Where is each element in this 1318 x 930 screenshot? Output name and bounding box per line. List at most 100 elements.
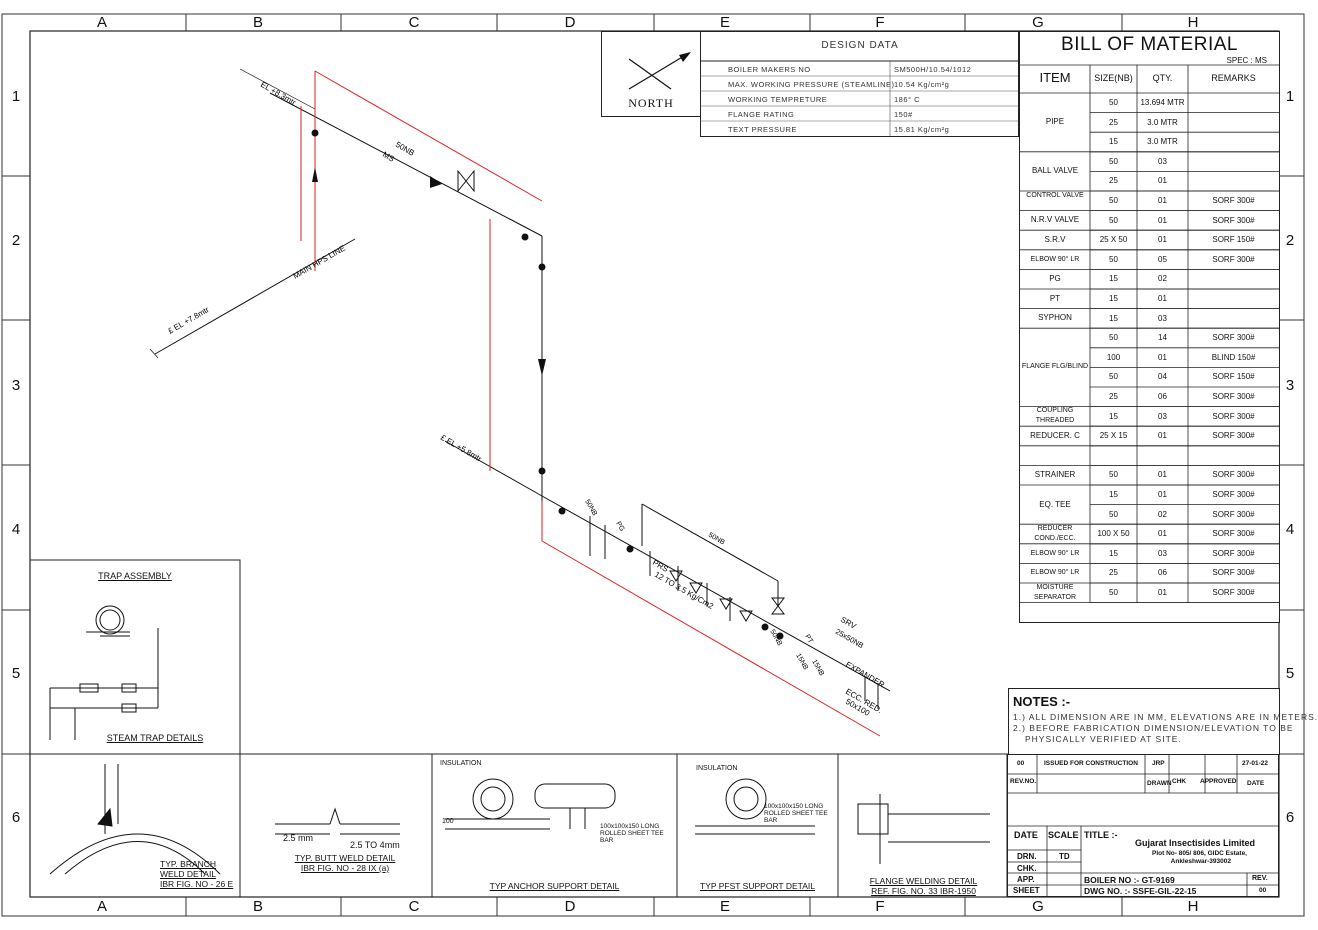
zone-label-right: 6 xyxy=(1285,809,1295,826)
north-label: NORTH xyxy=(628,96,674,110)
design-label: BOILER MAKERS NO xyxy=(728,65,811,74)
zone-label-right: 1 xyxy=(1285,88,1295,105)
butt-weld-title: TYP. BUTT WELD DETAIL IBR FIG. NO - 28 I… xyxy=(280,853,410,873)
bom-cell: 15 xyxy=(1109,548,1118,558)
trap-assembly-title: TRAP ASSEMBLY xyxy=(98,571,172,581)
bom-cell: 04 xyxy=(1158,372,1167,382)
bom-cell: 25 X 15 xyxy=(1099,431,1128,441)
bom-cell: 06 xyxy=(1158,392,1167,401)
design-label: WORKING TEMPRETURE xyxy=(728,95,828,104)
bom-cell: SORF 300# xyxy=(1212,548,1255,558)
bom-cell: 01 xyxy=(1158,529,1167,539)
bom-cell: SORF 300# xyxy=(1212,333,1255,343)
zone-label-left: 5 xyxy=(11,665,21,682)
zone-label-right: 5 xyxy=(1285,665,1295,682)
bom-cell: SORF 300# xyxy=(1212,392,1255,401)
flange-line: FLANGE WELDING DETAIL xyxy=(869,876,978,886)
design-data-table xyxy=(700,31,1019,137)
bom-title: BILL OF MATERIAL xyxy=(1061,34,1238,55)
bom-cell: SORF 300# xyxy=(1212,568,1255,578)
bom-cell: 01 xyxy=(1158,470,1167,480)
bom-cell: 50 xyxy=(1109,156,1118,166)
branch-weld-title: TYP. BRANCH WELD DETAIL IBR FIG. NO - 26… xyxy=(160,859,233,889)
bom-cell: 50 xyxy=(1109,372,1118,382)
flange-title: FLANGE WELDING DETAIL REF. FIG. NO. 33 I… xyxy=(840,876,1007,896)
branch-weld-line: WELD DETAIL xyxy=(160,869,217,879)
bom-cell: 25 xyxy=(1109,568,1118,578)
pipe-size-label: 50NB xyxy=(707,532,726,547)
zone-label-bottom: G xyxy=(1032,898,1044,915)
bom-cell: 25 xyxy=(1109,117,1118,127)
bom-cell: SORF 300# xyxy=(1212,529,1255,539)
bom-item-cell: ELBOW 90° LR xyxy=(1030,255,1080,263)
bom-item-cell: PG xyxy=(1049,274,1061,284)
north-arrow-box xyxy=(601,31,701,117)
drn-value: TD xyxy=(1059,852,1070,861)
bom-cell: 25 X 50 xyxy=(1099,235,1128,245)
notes-box: NOTES :- 1.) ALL DIMENSION ARE IN MM, EL… xyxy=(1008,688,1317,755)
zone-label-left: 4 xyxy=(11,521,21,538)
boiler-number: BOILER NO :- GT-9169 xyxy=(1084,875,1175,885)
bom-cell: 13.694 MTR xyxy=(1140,98,1185,107)
bom-header-cell: QTY. xyxy=(1152,73,1173,83)
zone-label-top: H xyxy=(1187,14,1199,31)
bom-cell: 02 xyxy=(1158,509,1167,519)
bom-cell: 01 xyxy=(1158,352,1167,362)
bom-cell: SORF 300# xyxy=(1212,431,1255,441)
pfst-title: TYP PFST SUPPORT DETAIL xyxy=(700,881,815,891)
design-value: 150# xyxy=(894,110,913,119)
zone-label-top: A xyxy=(96,14,107,31)
design-label: FLANGE RATING xyxy=(728,110,795,119)
bom-item-cell: S.R.V xyxy=(1044,235,1066,244)
company-address: Ankleshwar-393002 xyxy=(1170,858,1231,865)
rev-header: REV.NO. xyxy=(1010,778,1037,785)
bom-cell: 01 xyxy=(1158,235,1167,245)
zone-label-bottom: B xyxy=(252,898,263,915)
anchor-title: TYP ANCHOR SUPPORT DETAIL xyxy=(489,881,620,891)
bom-item-cell: COUPLING THREADED xyxy=(1035,407,1075,425)
bom-header-cell: REMARKS xyxy=(1211,73,1256,83)
bom-cell: SORF 300# xyxy=(1212,509,1255,519)
zone-label-top: C xyxy=(408,14,420,31)
bom-item-cell: PT xyxy=(1049,293,1061,303)
design-label: TEXT PRESSURE xyxy=(728,125,797,134)
bom-cell: 01 xyxy=(1158,176,1167,186)
bom-cell: 3.0 MTR xyxy=(1147,117,1178,127)
pipe-size-label: 50NB xyxy=(583,499,598,518)
zone-label-top: B xyxy=(252,14,263,31)
pipe-material-label: MS xyxy=(381,150,396,164)
bom-cell: 01 xyxy=(1158,294,1167,303)
bom-item-cell: ELBOW 90° LR xyxy=(1030,549,1080,557)
sheet-tee-label: 100x100x150 LONG ROLLED SHEET TEE BAR xyxy=(764,803,828,824)
bom-cell: 03 xyxy=(1158,313,1167,323)
bom-cell: 50 xyxy=(1109,98,1118,107)
steam-trap-title: STEAM TRAP DETAILS xyxy=(106,733,204,743)
bom-cell: 01 xyxy=(1158,588,1167,597)
pipe-size-label: 15NB xyxy=(794,653,809,672)
company-address: Plot No- 805/ 806, GIDC Estate, xyxy=(1151,850,1247,857)
bom-cell: 01 xyxy=(1158,215,1167,225)
company-name: Gujarat Insectisides Limited xyxy=(1134,838,1255,848)
bom-item-cell: SYPHON xyxy=(1038,313,1072,323)
bom-cell: 50 xyxy=(1109,196,1118,205)
bom-item-cell: BALL VALVE xyxy=(1031,166,1079,176)
zone-label-left: 3 xyxy=(11,377,21,394)
weld-gap-label: 2.5 mm xyxy=(283,833,314,843)
flange-line: REF. FIG. NO. 33 IBR-1950 xyxy=(871,886,976,896)
zone-label-top: F xyxy=(875,14,885,31)
title-block xyxy=(1007,754,1279,897)
butt-weld-line: IBR FIG. NO - 28 IX (a) xyxy=(300,863,390,873)
bom-cell: SORF 300# xyxy=(1212,411,1255,421)
bom-cell: 01 xyxy=(1158,431,1167,441)
bom-header-cell: ITEM xyxy=(1039,70,1071,85)
bom-cell: SORF 300# xyxy=(1212,490,1255,499)
bom-cell: 50 xyxy=(1109,470,1118,480)
srv-size-label: 25x50NB xyxy=(834,627,865,650)
bom-cell: 06 xyxy=(1158,568,1167,578)
zone-label-bottom: D xyxy=(564,898,576,915)
zone-label-bottom: C xyxy=(408,898,420,915)
weld-thickness-label: 2.5 TO 4mm xyxy=(350,840,400,850)
bom-grid xyxy=(1020,64,1279,603)
bom-cell: 3.0 MTR xyxy=(1147,137,1178,147)
bom-cell: 100 xyxy=(1106,352,1121,362)
